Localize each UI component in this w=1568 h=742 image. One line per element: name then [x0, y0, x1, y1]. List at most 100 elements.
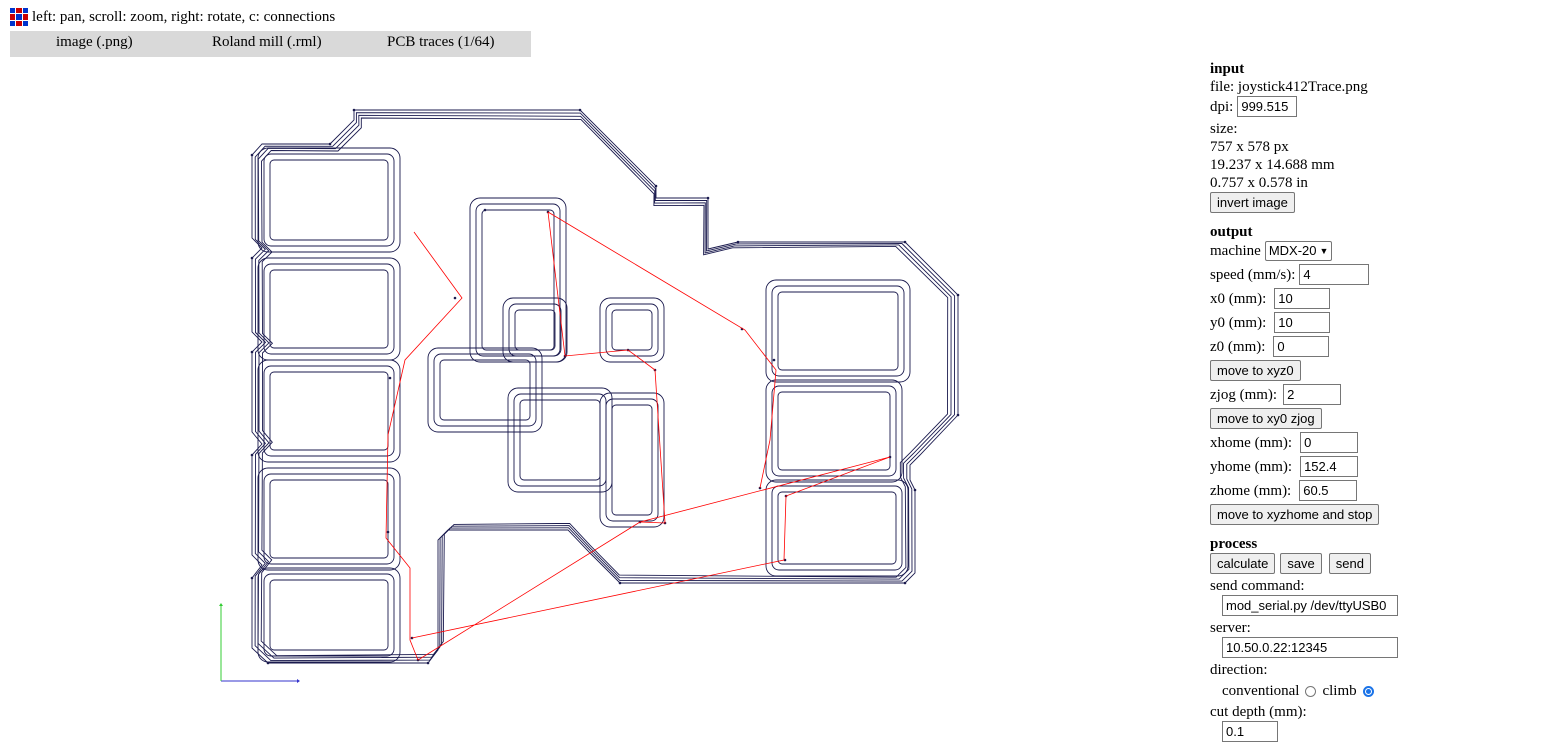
pad-contour	[599, 392, 665, 528]
yhome-input[interactable]: 152.4	[1300, 456, 1359, 477]
pad-contour	[263, 473, 395, 565]
pad-contour	[481, 209, 555, 351]
calculate-button[interactable]: calculate	[1210, 553, 1276, 574]
x0-input[interactable]: 10	[1274, 288, 1331, 309]
rapid-move-line	[385, 231, 463, 661]
server-label: server:	[1210, 620, 1251, 636]
pad-contour	[777, 291, 899, 371]
logo-cell	[10, 20, 16, 26]
logo-cell	[16, 14, 22, 20]
pad-contour	[257, 567, 401, 663]
pad-contour	[469, 197, 567, 363]
pad-contour	[508, 303, 562, 357]
z0-input[interactable]: 0	[1273, 336, 1330, 357]
pad-contour	[475, 203, 561, 357]
trace-contour	[254, 112, 956, 662]
vertex-dot	[250, 153, 254, 157]
pad-contour	[777, 491, 897, 565]
dpi-input[interactable]: 999.515	[1237, 96, 1298, 117]
move-to-xy0-zjog-button[interactable]: move to xy0 zjog	[1210, 408, 1322, 429]
chevron-down-icon: ▼	[1319, 246, 1329, 256]
pad-contour	[257, 257, 401, 361]
menu-image-png[interactable]: image (.png)	[56, 34, 133, 50]
direction-label: direction:	[1210, 662, 1268, 678]
size-mm: 19.237 x 14.688 mm	[1210, 157, 1335, 173]
file-name: joystick412Trace.png	[1237, 79, 1368, 95]
pad-contour	[269, 479, 389, 559]
pad-contour	[257, 359, 401, 463]
machine-selected: MDX-20	[1268, 243, 1317, 258]
pad-contour	[605, 398, 659, 522]
logo-cell	[10, 14, 16, 20]
vertex-dot	[250, 256, 254, 260]
input-section-title: input	[1210, 61, 1245, 77]
vertex-dot	[578, 108, 582, 112]
pad-contour	[765, 279, 911, 383]
pad-contour	[263, 263, 395, 355]
pad-contour	[269, 371, 389, 451]
machine-label: machine	[1210, 243, 1261, 259]
move-to-xyzhome-button[interactable]: move to xyzhome and stop	[1210, 504, 1380, 525]
size-px: 757 x 578 px	[1210, 139, 1289, 155]
y0-label: y0 (mm):	[1210, 314, 1267, 331]
pad-contour	[611, 309, 653, 351]
vertex-dot	[250, 350, 254, 354]
vertex-dot	[903, 240, 907, 244]
pad-contour	[605, 303, 659, 357]
xhome-label: xhome (mm):	[1210, 434, 1293, 451]
y0-input[interactable]: 10	[1274, 312, 1331, 333]
vertex-dot	[250, 453, 254, 457]
dpi-label: dpi:	[1210, 98, 1234, 115]
vertex-dot	[453, 296, 457, 300]
control-panel: input file: joystick412Trace.png dpi:999…	[1210, 60, 1550, 742]
z0-label: z0 (mm):	[1210, 338, 1266, 355]
toolpath-traces	[250, 108, 960, 665]
zhome-input[interactable]: 60.5	[1299, 480, 1358, 501]
pad-contour	[502, 297, 568, 363]
server-input[interactable]: 10.50.0.22:12345	[1222, 637, 1398, 658]
pad-contour	[257, 147, 401, 253]
xhome-input[interactable]: 0	[1300, 432, 1359, 453]
speed-label: speed (mm/s):	[1210, 266, 1296, 283]
hint-text: left: pan, scroll: zoom, right: rotate, …	[32, 8, 336, 25]
save-button[interactable]: save	[1280, 553, 1322, 574]
logo-cell	[22, 20, 28, 26]
vertex-dot	[266, 661, 270, 665]
yhome-label: yhome (mm):	[1210, 458, 1293, 475]
toolpath-canvas[interactable]	[0, 60, 1190, 709]
vertex-dot	[328, 142, 332, 146]
cut-depth-label: cut depth (mm):	[1210, 704, 1307, 720]
send-command-input[interactable]: mod_serial.py /dev/ttyUSB0	[1222, 595, 1398, 616]
zjog-input[interactable]: 2	[1283, 384, 1342, 405]
logo-cell	[16, 20, 22, 26]
rapid-move-line	[547, 211, 666, 524]
menu-pcb-traces[interactable]: PCB traces (1/64)	[387, 34, 495, 50]
toolpath-viewer[interactable]	[0, 60, 1190, 709]
send-command-label: send command:	[1210, 578, 1305, 594]
pad-contour	[433, 353, 537, 427]
cut-depth-input[interactable]: 0.1	[1222, 721, 1278, 742]
menu-roland-mill-rml[interactable]: Roland mill (.rml)	[212, 34, 322, 50]
speed-input[interactable]: 4	[1299, 264, 1370, 285]
vertex-dot	[426, 661, 430, 665]
pad-contour	[427, 347, 543, 433]
invert-image-button[interactable]: invert image	[1210, 192, 1295, 213]
size-label: size:	[1210, 121, 1238, 137]
pad-contour	[263, 153, 395, 247]
logo-cell	[16, 8, 22, 14]
pad-contour	[771, 485, 903, 571]
pad-contour	[519, 399, 601, 481]
trace-contour	[257, 114, 952, 659]
move-to-xyz0-button[interactable]: move to xyz0	[1210, 360, 1301, 381]
pad-contour	[514, 309, 556, 351]
climb-radio[interactable]	[1362, 685, 1374, 697]
vertex-dot	[388, 376, 392, 380]
x0-label: x0 (mm):	[1210, 290, 1267, 307]
send-button[interactable]: send	[1328, 553, 1371, 574]
conventional-radio[interactable]	[1305, 685, 1317, 697]
zjog-label: zjog (mm):	[1210, 386, 1278, 403]
pad-contour	[269, 269, 389, 349]
pad-contour	[771, 285, 905, 377]
format-menu-bar: image (.png) Roland mill (.rml) PCB trac…	[10, 31, 531, 57]
machine-select[interactable]: MDX-20▼	[1264, 241, 1333, 261]
